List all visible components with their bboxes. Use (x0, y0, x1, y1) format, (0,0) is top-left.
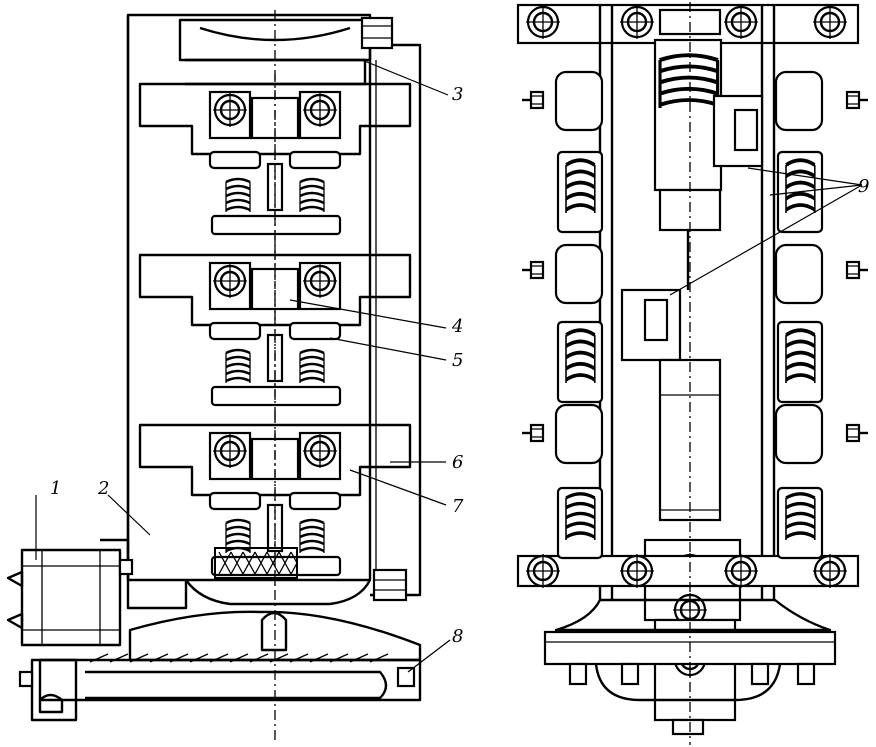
callout-1: 1 (50, 478, 61, 499)
right-assembly (516, 2, 870, 745)
callout-labels: 1 2 3 4 5 6 7 8 9 (50, 84, 869, 647)
callout-5: 5 (452, 350, 463, 371)
right-coil-column (774, 70, 870, 560)
callout-6: 6 (452, 452, 463, 473)
callout-9: 9 (858, 176, 869, 197)
left-assembly (6, 10, 422, 740)
callout-8: 8 (452, 626, 463, 647)
leader-lines (35, 59, 863, 673)
left-coil-column (520, 70, 604, 560)
callout-7: 7 (452, 496, 464, 517)
callout-2: 2 (97, 478, 109, 499)
callout-4: 4 (451, 316, 463, 337)
callout-3: 3 (452, 84, 463, 105)
